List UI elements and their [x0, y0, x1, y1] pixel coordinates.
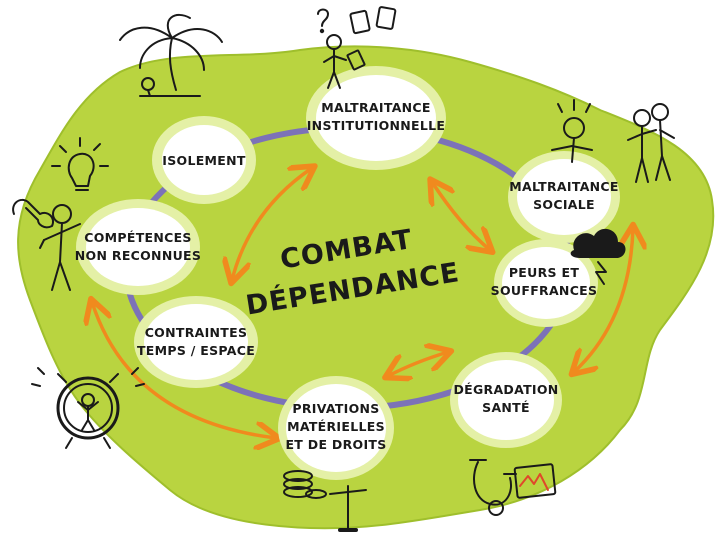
palm-tree-icon	[119, 13, 223, 97]
node-label-line2: SOCIALE	[533, 197, 595, 212]
node-contraintes-temps-espace: CONTRAINTES TEMPS / ESPACE	[134, 296, 258, 388]
arrow-competences-to-privations	[92, 302, 276, 438]
documents-icon	[317, 6, 397, 71]
node-label-line1: COMPÉTENCES	[84, 230, 191, 245]
node-peurs-souffrances: PEURS ET SOUFFRANCES	[491, 239, 598, 327]
arrow-center-to-institutionnelle	[232, 168, 312, 280]
node-maltraitance-sociale: MALTRAITANCE SOCIALE	[508, 151, 620, 243]
node-label-line1: PEURS ET	[509, 265, 579, 280]
node-label-line1: ISOLEMENT	[162, 153, 246, 168]
node-maltraitance-institutionnelle: MALTRAITANCE INSTITUTIONNELLE	[306, 66, 446, 170]
alarm-clock-icon	[31, 367, 145, 449]
node-degradation-sante: DÉGRADATION SANTÉ	[450, 352, 562, 448]
storm-cloud-icon	[570, 228, 626, 285]
people-arguing-icon	[551, 99, 675, 183]
node-label-line2: TEMPS / ESPACE	[137, 343, 255, 358]
node-label-line1: DÉGRADATION	[453, 382, 558, 397]
stethoscope-icon	[469, 459, 517, 516]
declining-chart-icon	[513, 463, 557, 499]
node-label-line2: INSTITUTIONNELLE	[307, 118, 446, 133]
node-label-line1: MALTRAITANCE	[509, 179, 619, 194]
node-label-line2: NON RECONNUES	[75, 248, 201, 263]
node-competences-non-reconnues: COMPÉTENCES NON RECONNUES	[75, 199, 201, 295]
person-stressed-icon	[77, 393, 99, 431]
node-label-line2: SANTÉ	[482, 400, 530, 415]
light-bulb-icon	[51, 137, 109, 191]
arrow-privations-to-degradation	[388, 352, 448, 376]
node-label-line1: CONTRAINTES	[145, 325, 248, 340]
node-label-line1: MALTRAITANCE	[321, 100, 431, 115]
node-label-line3: ET DE DROITS	[285, 437, 386, 452]
node-label-line2: MATÉRIELLES	[287, 419, 385, 434]
node-label-line1: PRIVATIONS	[292, 401, 379, 416]
node-isolement: ISOLEMENT	[152, 116, 256, 204]
arrows	[92, 168, 633, 438]
node-privations: PRIVATIONS MATÉRIELLES ET DE DROITS	[278, 376, 394, 480]
person-reading-icon	[323, 34, 347, 89]
arrow-sociale-to-degradation	[574, 228, 633, 372]
person-with-tools-icon	[39, 204, 81, 291]
node-label-line2: SOUFFRANCES	[491, 283, 598, 298]
arrow-institutionnelle-to-peurs	[432, 182, 490, 250]
balance-scale-icon	[329, 485, 367, 532]
wrench-icon	[12, 198, 54, 229]
coins-icon	[283, 470, 327, 499]
